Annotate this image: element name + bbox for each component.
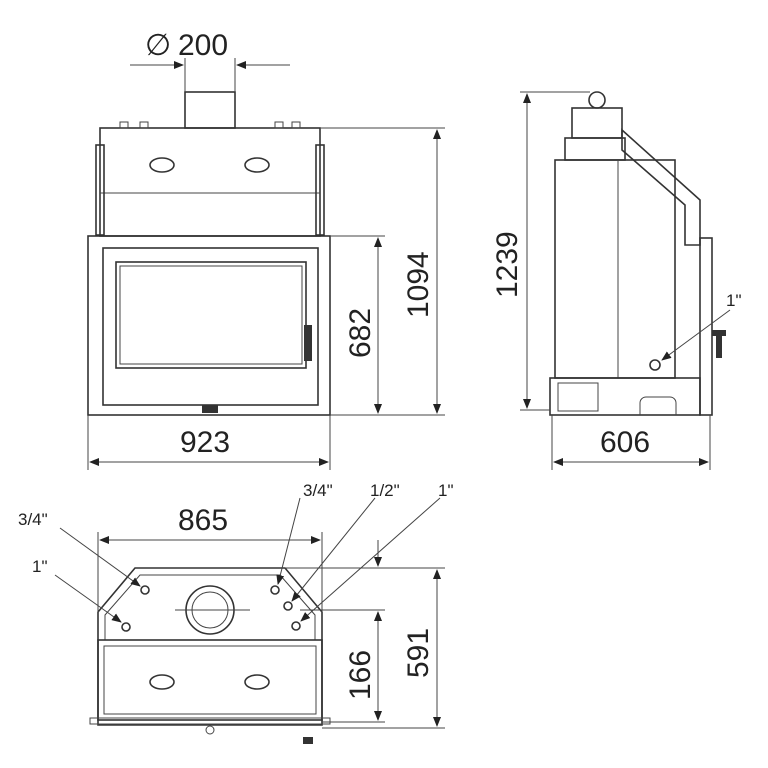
front-view (87, 91, 331, 416)
top-view (89, 567, 331, 744)
dim-pipe-diameter: 200 (178, 29, 228, 62)
label-connection-1-left: 1" (32, 557, 48, 576)
door-panel (699, 237, 713, 416)
label-connection-3-4-right: 3/4" (303, 481, 333, 500)
diameter-symbol: ∅ (145, 29, 171, 62)
oval-port (244, 157, 270, 173)
dim-door-height: 682 (344, 308, 377, 358)
oval-port (149, 157, 175, 173)
front-dimensions: ∅ 200 1094 682 923 (87, 29, 445, 470)
dim-height-total: 1094 (402, 251, 435, 318)
door-frame (87, 235, 331, 416)
label-connection-3-4-left: 3/4" (18, 510, 48, 529)
dim-top-width: 865 (178, 504, 228, 537)
glass (115, 261, 307, 369)
dim-depth: 606 (600, 426, 650, 459)
label-connection-1-2: 1/2" (370, 481, 400, 500)
top-dimensions: 865 591 166 3/4" 1" 3/4" 1/2" 1" (18, 481, 454, 729)
side-dimensions: 1239 606 (491, 91, 711, 470)
side-view: 1" (549, 91, 742, 416)
label-connection-1-right: 1" (438, 481, 454, 500)
dim-pipe-offset: 166 (344, 650, 377, 700)
dim-side-height: 1239 (491, 231, 524, 298)
dim-width: 923 (180, 426, 230, 459)
connection-port (649, 359, 661, 371)
dim-top-depth: 591 (402, 628, 435, 678)
label-connection: 1" (726, 291, 742, 310)
door-handle (304, 325, 312, 361)
